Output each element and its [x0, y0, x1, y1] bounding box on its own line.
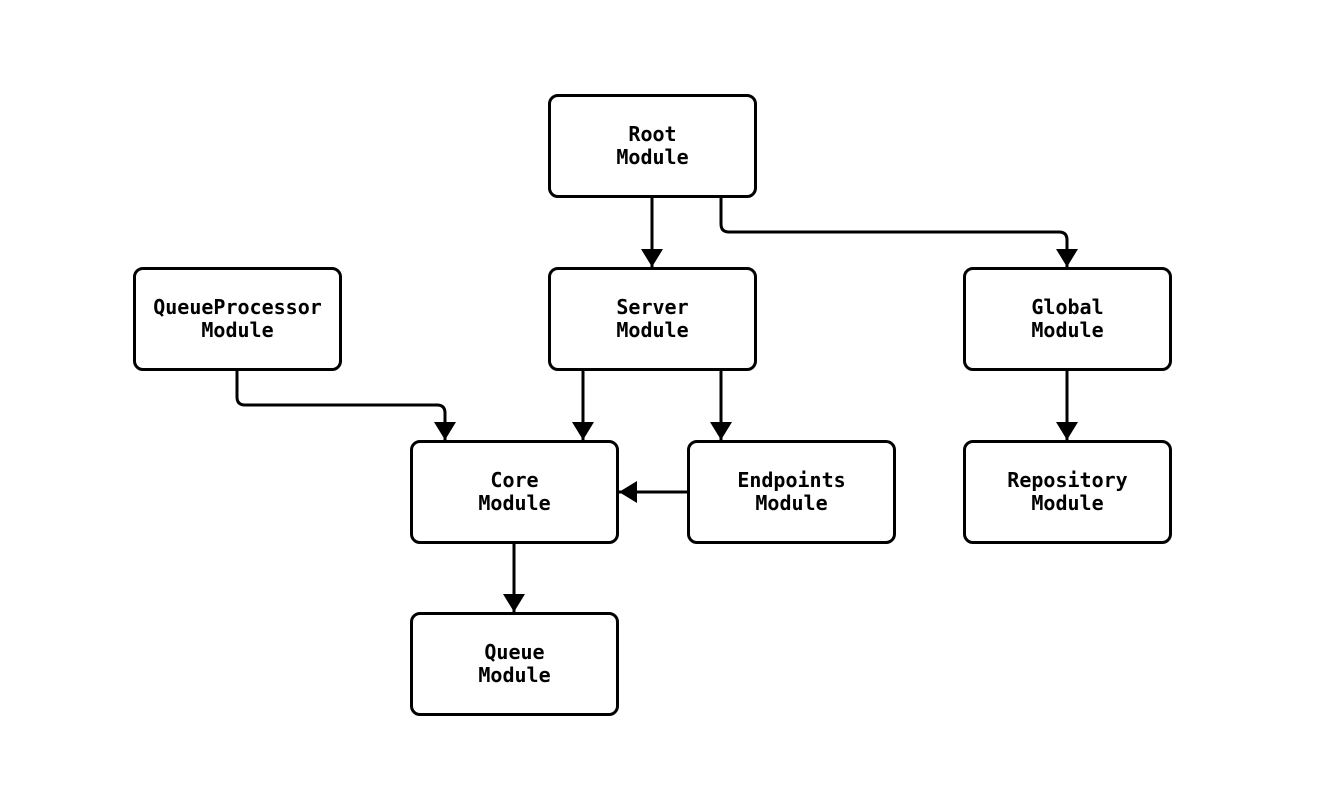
edge-queueprocessor-to-core — [235, 371, 456, 440]
node-endpoints-module-label: Endpoints Module — [737, 468, 846, 515]
edge-root-to-global — [719, 198, 1078, 267]
edge-group — [235, 198, 1078, 612]
node-repository-module-label: Repository Module — [1007, 468, 1128, 515]
node-core-module-label: Core Module — [478, 468, 551, 515]
node-repository-module: Repository Module — [963, 440, 1172, 544]
node-queue-module: Queue Module — [410, 612, 619, 716]
node-root-module-label: Root Module — [616, 122, 689, 169]
node-endpoints-module: Endpoints Module — [687, 440, 896, 544]
node-queueprocessor-module-label: QueueProcessor Module — [153, 295, 322, 342]
node-server-module: Server Module — [548, 267, 757, 371]
node-root-module: Root Module — [548, 94, 757, 198]
node-global-module: Global Module — [963, 267, 1172, 371]
node-core-module: Core Module — [410, 440, 619, 544]
node-server-module-label: Server Module — [616, 295, 689, 342]
node-queueprocessor-module: QueueProcessor Module — [133, 267, 342, 371]
node-queue-module-label: Queue Module — [478, 640, 551, 687]
node-global-module-label: Global Module — [1031, 295, 1104, 342]
